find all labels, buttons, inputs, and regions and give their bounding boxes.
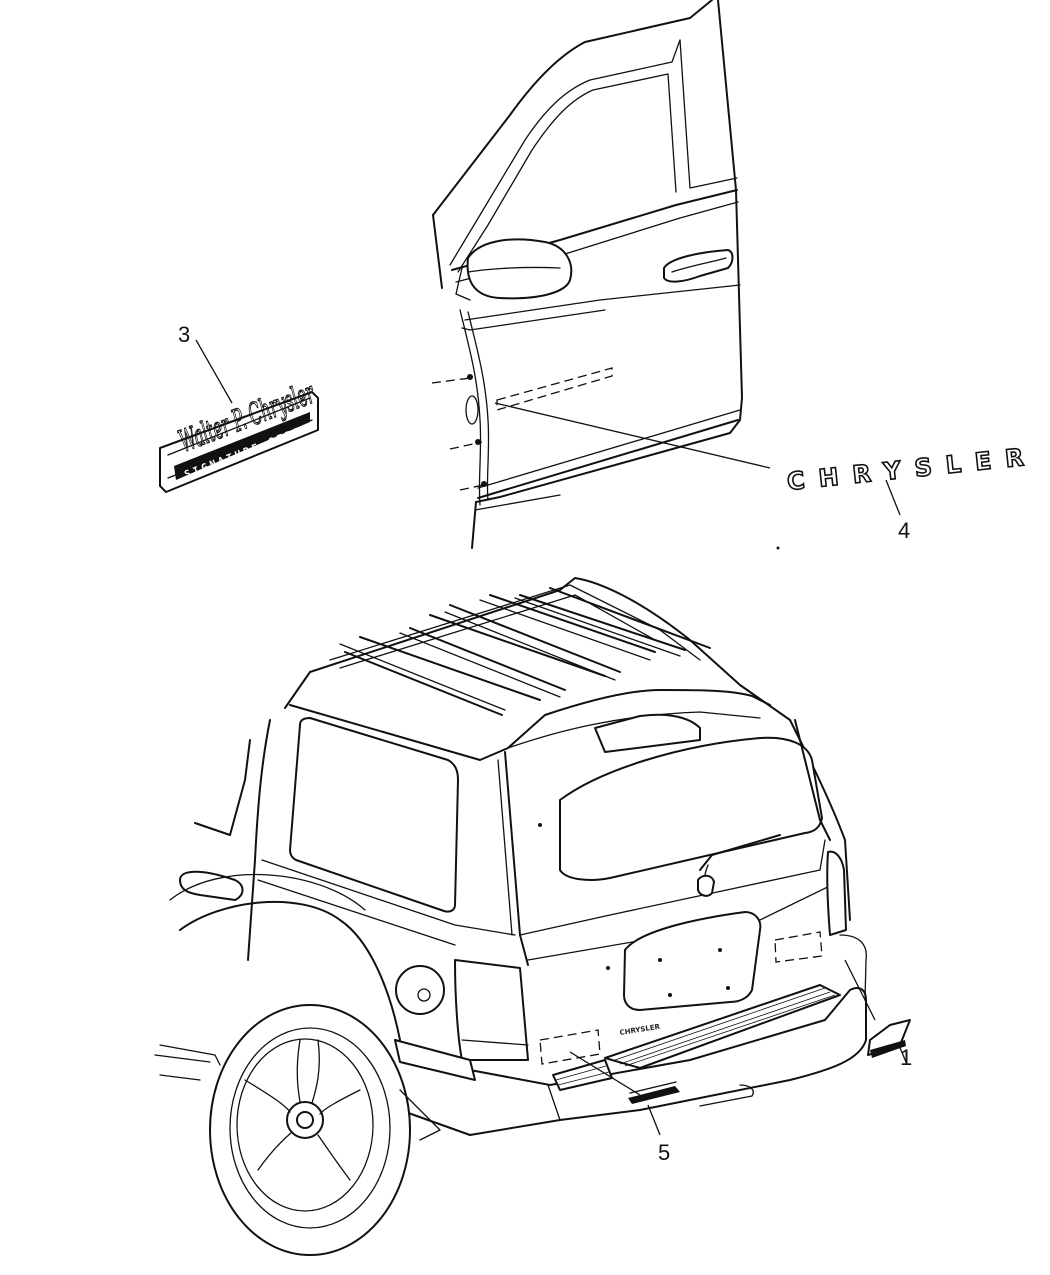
liftgate-chrysler-plate: CHRYSLER	[619, 1023, 661, 1037]
callout-1: 1	[900, 1045, 912, 1070]
signature-series-badge: Walter P. Chrysler SIGNATURE SERIES	[159, 339, 322, 493]
callout-5: 5	[658, 1140, 670, 1165]
rear-emblem	[844, 959, 911, 1063]
callout-3: 3	[178, 322, 190, 347]
rear-vehicle: CHRYSLER	[154, 577, 867, 1256]
front-door	[431, 0, 743, 549]
rear-badge	[569, 1051, 680, 1136]
chrysler-word-text: CHRYSLER	[786, 442, 1039, 496]
callout-4: 4	[898, 518, 910, 543]
